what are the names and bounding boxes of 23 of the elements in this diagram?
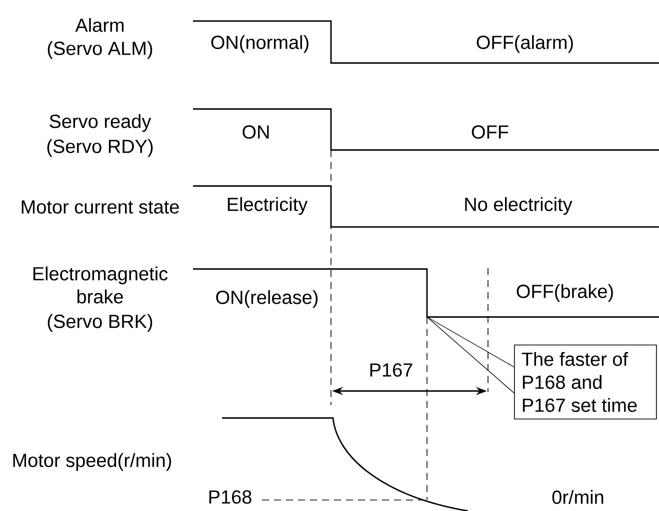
signal-name: Servo ready xyxy=(50,114,152,132)
state-label: ON(normal) xyxy=(211,35,308,53)
leader-line xyxy=(426,316,514,394)
state-label: No electricity xyxy=(465,197,572,215)
signal-name: Motor speed(r/min) xyxy=(13,453,172,471)
signal-waveform xyxy=(193,268,659,318)
signal-name: (Servo BRK) xyxy=(48,314,152,332)
state-label: OFF(brake) xyxy=(516,284,613,302)
signal-name: Motor current state xyxy=(22,200,179,214)
state-label: 0r/min xyxy=(552,490,604,504)
callout-box: The faster of P168 and P167 set time xyxy=(514,344,657,420)
signal-name: Electromagnetic brake xyxy=(33,266,168,304)
signal-name: Alarm xyxy=(75,18,124,32)
signal-name: (Servo ALM) xyxy=(48,41,152,59)
signal-name: (Servo RDY) xyxy=(47,139,153,157)
parameter-label: P167 xyxy=(370,363,412,377)
parameter-label: P168 xyxy=(209,490,252,504)
state-label: ON(release) xyxy=(216,290,318,308)
state-label: Electricity xyxy=(228,197,308,215)
state-label: ON xyxy=(242,125,269,139)
state-label: OFF(alarm) xyxy=(476,35,573,53)
state-label: OFF xyxy=(472,125,508,139)
leader-line xyxy=(426,316,514,368)
